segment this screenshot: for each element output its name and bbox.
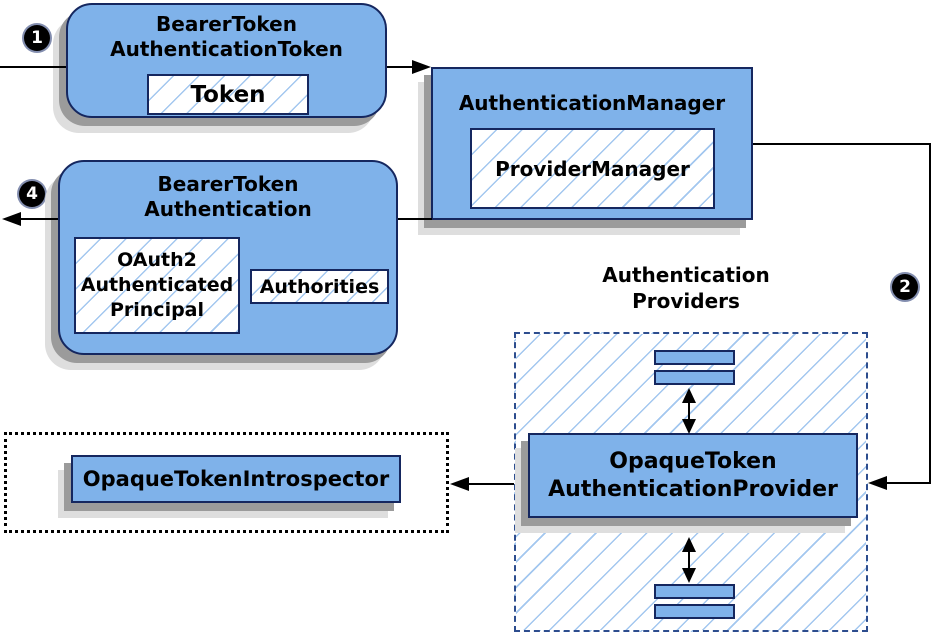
step-1-badge: 1	[24, 25, 50, 51]
authentication-manager-box: AuthenticationManager ProviderManager	[431, 67, 753, 220]
step-2-badge: 2	[892, 274, 918, 300]
provider-slot-bar-top-1	[654, 350, 735, 365]
step-1-number: 1	[31, 28, 43, 48]
provider-manager-box: ProviderManager	[470, 128, 715, 209]
authentication-providers-label-line1: Authentication	[602, 263, 770, 287]
step-4-number: 4	[26, 184, 38, 204]
bearer-token-authentication-box: BearerToken Authentication OAuth2 Authen…	[58, 160, 398, 355]
token-to-manager-arrowhead	[412, 60, 431, 74]
opaque-token-authentication-provider-title-line1: OpaqueToken	[609, 448, 777, 474]
step-4-badge: 4	[19, 181, 45, 207]
provider-slot-bar-bottom-1	[654, 584, 735, 599]
bearer-token-authentication-token-title-line2: AuthenticationToken	[110, 37, 343, 61]
principal-line2: Authenticated	[80, 274, 234, 296]
authentication-manager-title: AuthenticationManager	[458, 91, 726, 115]
opaque-token-introspector-box: OpaqueTokenIntrospector	[71, 455, 401, 503]
authentication-providers-label: Authentication Providers	[591, 262, 781, 314]
provider-manager-label: ProviderManager	[495, 156, 690, 181]
principal-line3: Principal	[109, 299, 205, 321]
opaque-token-authentication-provider-box: OpaqueToken AuthenticationProvider	[528, 433, 858, 518]
authorities-label: Authorities	[259, 275, 380, 298]
authorities-box: Authorities	[250, 269, 389, 304]
bearer-token-authentication-token-title-line1: BearerToken	[156, 12, 297, 36]
token-label: Token	[190, 81, 266, 108]
opaque-token-authentication-provider-title-line2: AuthenticationProvider	[548, 476, 838, 502]
principal-line1: OAuth2	[117, 249, 197, 271]
authentication-providers-label-line2: Providers	[632, 289, 740, 313]
bearer-token-authentication-title-line1: BearerToken	[157, 172, 299, 196]
step-2-number: 2	[899, 277, 911, 297]
bearer-token-authentication-title-line2: Authentication	[144, 197, 312, 221]
provider-slot-bar-bottom-2	[654, 604, 735, 619]
provider-to-introspector-arrowhead	[450, 477, 469, 491]
manager-to-provider-arrowhead	[868, 476, 887, 490]
token-box: Token	[147, 74, 309, 115]
opaque-token-introspector-label: OpaqueTokenIntrospector	[82, 467, 390, 491]
authentication-out-arrowhead	[2, 212, 21, 226]
oauth2-authenticated-principal-box: OAuth2 Authenticated Principal	[74, 237, 240, 334]
provider-slot-bar-top-2	[654, 370, 735, 385]
bearer-token-authentication-token-box: BearerToken AuthenticationToken Token	[66, 3, 387, 118]
